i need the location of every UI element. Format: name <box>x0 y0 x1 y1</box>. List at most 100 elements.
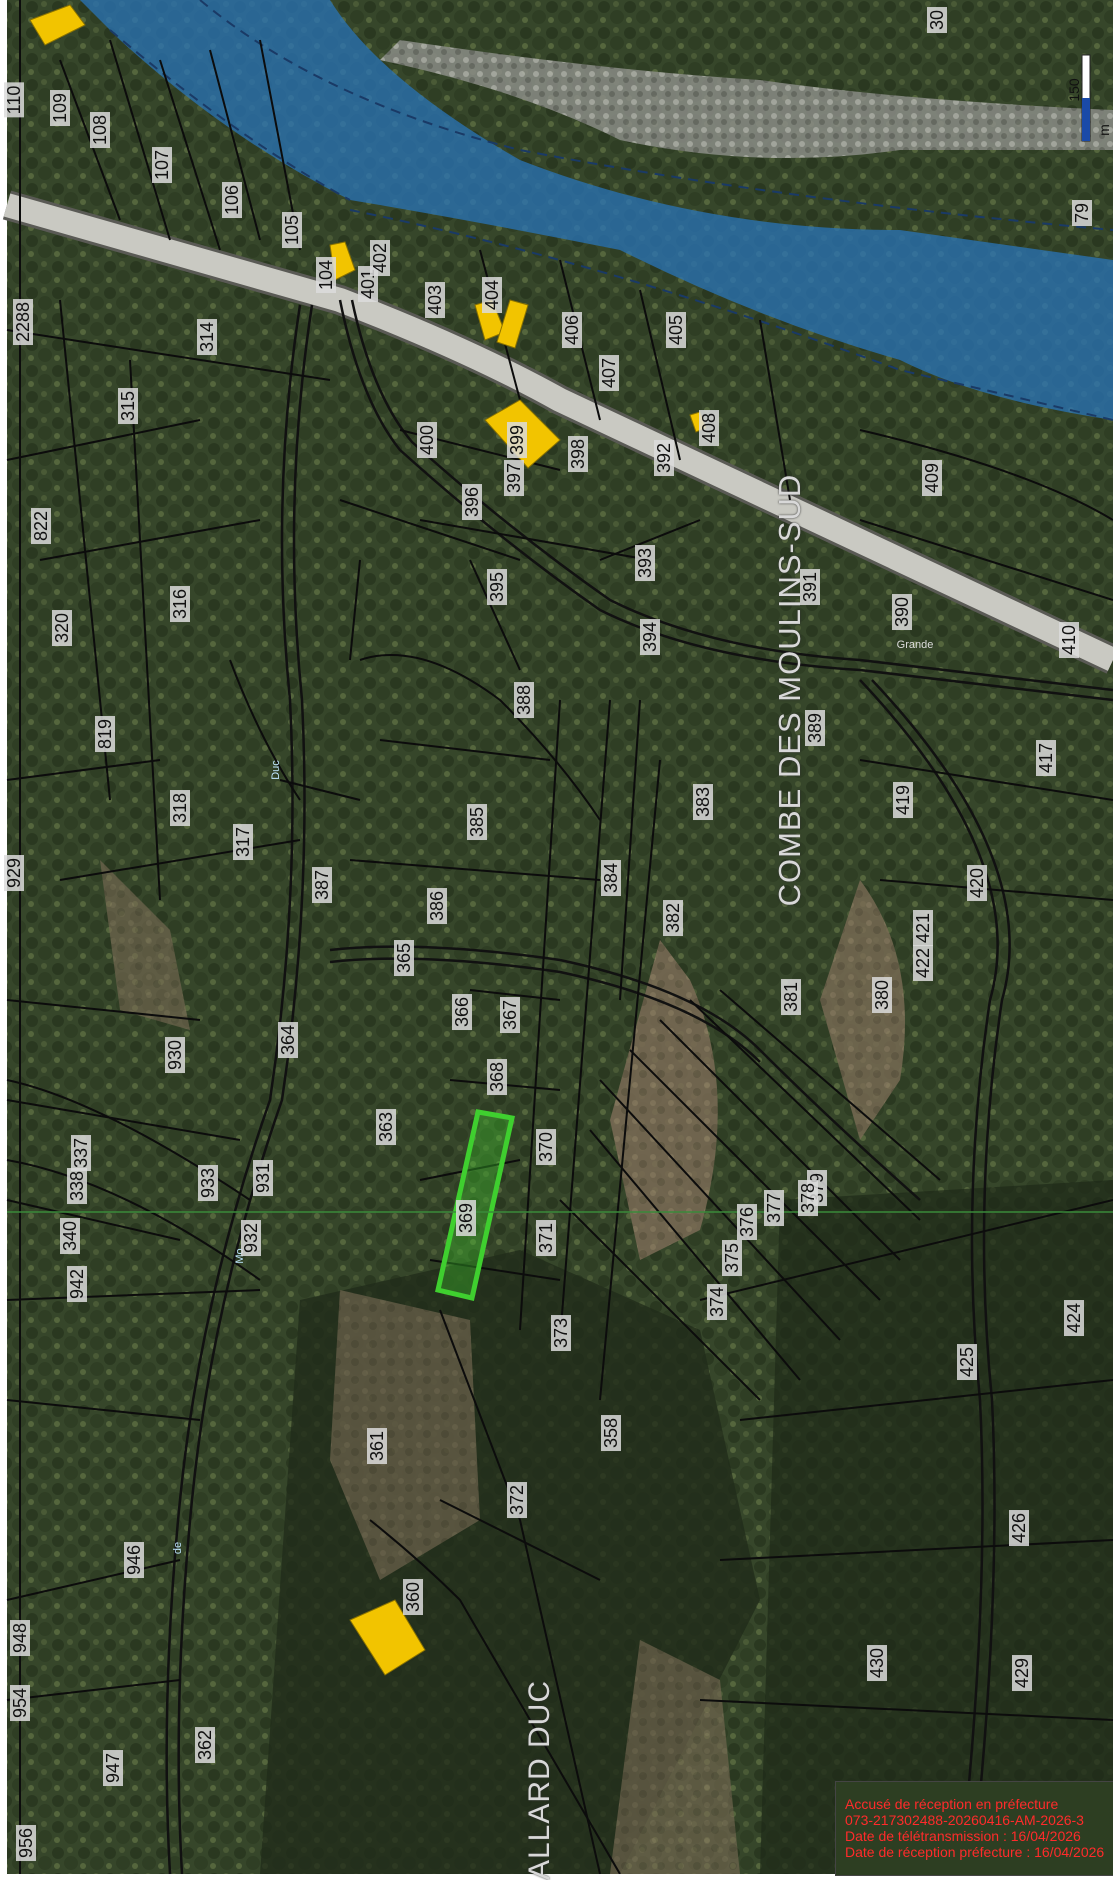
parcel-label[interactable]: 318 <box>170 789 190 827</box>
parcel-label[interactable]: 946 <box>124 1541 144 1579</box>
parcel-label[interactable]: 385 <box>467 803 487 841</box>
parcel-label[interactable]: 400 <box>417 421 437 459</box>
parcel-label[interactable]: 398 <box>568 435 588 473</box>
parcel-label[interactable]: 358 <box>601 1414 621 1452</box>
parcel-label[interactable]: 394 <box>640 618 660 656</box>
parcel-label[interactable]: 410 <box>1059 621 1079 659</box>
parcel-label[interactable]: 365 <box>394 939 414 977</box>
parcel-label[interactable]: 108 <box>90 111 110 149</box>
parcel-label[interactable]: 360 <box>403 1578 423 1616</box>
parcel-label[interactable]: 393 <box>635 544 655 582</box>
parcel-label[interactable]: 363 <box>376 1108 396 1146</box>
parcel-label[interactable]: 425 <box>957 1343 977 1381</box>
parcel-label[interactable]: 942 <box>67 1265 87 1303</box>
parcel-label[interactable]: 402 <box>370 239 390 277</box>
parcel-label[interactable]: 426 <box>1009 1509 1029 1547</box>
parcel-label[interactable]: 337 <box>71 1134 91 1172</box>
parcel-label[interactable]: 380 <box>872 976 892 1014</box>
parcel-label[interactable]: 372 <box>507 1481 527 1519</box>
parcel-label[interactable]: 364 <box>278 1021 298 1059</box>
parcel-label[interactable]: 930 <box>165 1036 185 1074</box>
parcel-label[interactable]: 929 <box>4 854 24 892</box>
parcel-label[interactable]: 424 <box>1064 1299 1084 1337</box>
parcel-label[interactable]: 819 <box>95 715 115 753</box>
parcel-label[interactable]: 362 <box>195 1726 215 1764</box>
parcel-label[interactable]: 338 <box>67 1167 87 1205</box>
parcel-label[interactable]: 79 <box>1072 199 1092 227</box>
parcel-label[interactable]: 421 <box>913 909 933 947</box>
parcel-label[interactable]: 371 <box>536 1219 556 1257</box>
parcel-label[interactable]: 396 <box>462 483 482 521</box>
parcel-label[interactable]: 314 <box>197 318 217 356</box>
parcel-label[interactable]: 340 <box>60 1217 80 1255</box>
parcel-label[interactable]: 376 <box>737 1203 757 1241</box>
parcel-label[interactable]: 932 <box>241 1219 261 1257</box>
parcel-label[interactable]: 378 <box>798 1179 818 1217</box>
parcel-label[interactable]: 409 <box>922 459 942 497</box>
parcel-label[interactable]: 388 <box>514 681 534 719</box>
parcel-label[interactable]: 30 <box>927 6 947 34</box>
parcel-label[interactable]: 107 <box>152 146 172 184</box>
parcel-label[interactable]: 954 <box>10 1684 30 1722</box>
parcel-label[interactable]: 375 <box>722 1239 742 1277</box>
parcel-label[interactable]: 361 <box>367 1427 387 1465</box>
parcel-label[interactable]: 316 <box>170 585 190 623</box>
dark-forest-area-east <box>760 1180 1113 1874</box>
parcel-label[interactable]: 389 <box>805 709 825 747</box>
parcel-label[interactable]: 315 <box>118 387 138 425</box>
parcel-label[interactable]: 422 <box>913 944 933 982</box>
parcel-label[interactable]: 392 <box>654 439 674 477</box>
secondary-roads <box>165 299 1113 1874</box>
parcel-label[interactable]: 397 <box>504 459 524 497</box>
parcel-label[interactable]: 407 <box>599 354 619 392</box>
parcel-label[interactable]: 381 <box>781 978 801 1016</box>
parcel-label[interactable]: 391 <box>800 568 820 606</box>
parcel-label[interactable]: 320 <box>52 609 72 647</box>
parcel-label[interactable]: 109 <box>50 89 70 127</box>
parcel-label[interactable]: 370 <box>536 1128 556 1166</box>
parcel-label[interactable]: 384 <box>601 859 621 897</box>
parcel-label[interactable]: 404 <box>482 276 502 314</box>
parcel-label[interactable]: 390 <box>892 593 912 631</box>
parcel-label[interactable]: 368 <box>487 1058 507 1096</box>
parcel-label[interactable]: 405 <box>666 311 686 349</box>
parcel-label[interactable]: 822 <box>31 507 51 545</box>
parcel-label[interactable]: 931 <box>253 1159 273 1197</box>
parcel-label[interactable]: 104 <box>316 256 336 294</box>
parcel-label[interactable]: 106 <box>222 181 242 219</box>
parcel-label[interactable]: 403 <box>425 281 445 319</box>
parcel-label[interactable]: 367 <box>500 996 520 1034</box>
scale-bar-label: 150 <box>1066 78 1082 102</box>
parcel-label[interactable]: 317 <box>233 823 253 861</box>
parcel-label[interactable]: 373 <box>551 1314 571 1352</box>
clearing-meadow-4 <box>610 1640 740 1874</box>
parcel-label[interactable]: 933 <box>198 1164 218 1202</box>
parcel-label[interactable]: 2288 <box>13 298 33 346</box>
parcel-label[interactable]: 366 <box>452 993 472 1031</box>
parcel-label[interactable]: 110 <box>4 82 24 118</box>
parcel-label[interactable]: 386 <box>427 887 447 925</box>
parcel-label[interactable]: 419 <box>893 781 913 819</box>
parcel-label[interactable]: 382 <box>663 899 683 937</box>
parcel-label[interactable]: 948 <box>10 1619 30 1657</box>
parcel-label[interactable]: 377 <box>764 1189 784 1227</box>
parcel-label[interactable]: 417 <box>1036 739 1056 777</box>
parcel-label[interactable]: 387 <box>312 866 332 904</box>
river <box>80 0 1113 420</box>
parcel-label[interactable]: 956 <box>16 1824 36 1862</box>
parcel-label[interactable]: 947 <box>103 1749 123 1787</box>
parcel-label[interactable]: 429 <box>1012 1654 1032 1692</box>
parcel-label[interactable]: 420 <box>967 864 987 902</box>
parcel-label[interactable]: 374 <box>707 1283 727 1321</box>
parcel-label[interactable]: 408 <box>699 409 719 447</box>
building <box>349 1599 426 1676</box>
parcel-label[interactable]: 369 <box>456 1199 476 1237</box>
parcel-label[interactable]: 406 <box>562 311 582 349</box>
clearing-meadow <box>610 940 718 1260</box>
parcel-label[interactable]: 395 <box>487 568 507 606</box>
parcel-label[interactable]: 383 <box>693 783 713 821</box>
parcel-label[interactable]: 399 <box>507 421 527 459</box>
parcel-label[interactable]: 105 <box>282 211 302 249</box>
parcel-label[interactable]: 430 <box>867 1644 887 1682</box>
